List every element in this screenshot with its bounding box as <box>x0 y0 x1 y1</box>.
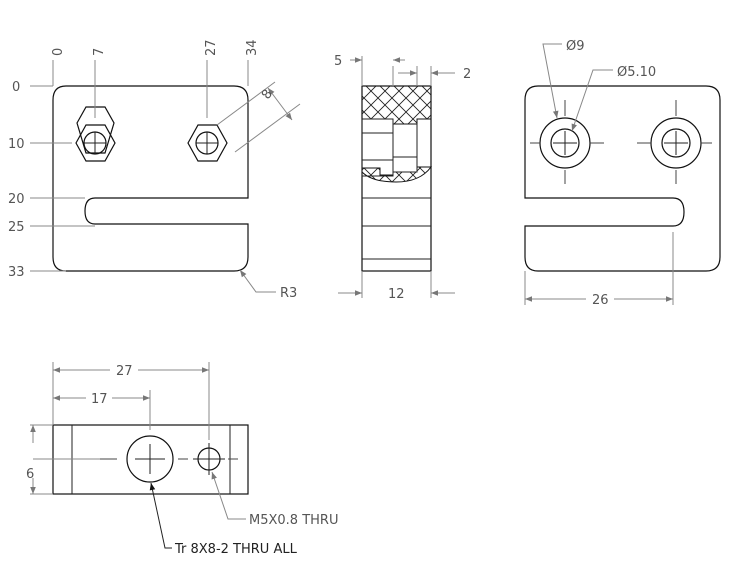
ordinate-x-0: 0 <box>51 48 66 56</box>
m5-hole <box>193 443 238 475</box>
right-view: Ø9 Ø5.10 26 <box>524 39 721 308</box>
hex-flats-dim: 8 <box>259 87 276 102</box>
counterbore-dia-label: Ø9 <box>566 39 585 54</box>
hex-nut-right <box>187 124 228 162</box>
section-view: 5 2 12 <box>334 54 471 302</box>
m5-callout: M5X0.8 THRU <box>249 513 338 528</box>
hole-dia-label: Ø5.10 <box>617 65 656 80</box>
counterbore-right <box>637 100 712 184</box>
front-view-outline <box>52 85 249 272</box>
section-dim-5: 5 <box>334 54 342 69</box>
tr-thread-hole <box>100 435 188 483</box>
ordinate-y-0: 0 <box>12 80 20 95</box>
ordinate-x-7: 7 <box>92 48 107 56</box>
bottom-dim-17: 17 <box>91 392 108 407</box>
ordinate-x-27: 27 <box>204 39 219 56</box>
ordinate-y-33: 33 <box>8 265 25 280</box>
section-hatch-bottom <box>361 166 432 183</box>
bottom-view: 27 17 6 M5X0.8 THRU Tr 8X8-2 THRU ALL <box>26 362 338 557</box>
section-dim-2: 2 <box>463 67 471 82</box>
bottom-height-dim: 6 <box>26 467 34 482</box>
ordinate-y-10: 10 <box>8 137 25 152</box>
ordinate-x-34: 34 <box>245 39 260 56</box>
bottom-dim-27: 27 <box>116 364 133 379</box>
hex-nut-left <box>75 106 116 162</box>
tr-callout: Tr 8X8-2 THRU ALL <box>174 542 298 557</box>
section-width-dim: 12 <box>388 287 405 302</box>
ordinate-y-25: 25 <box>8 220 25 235</box>
corner-radius-dim: R3 <box>280 286 297 301</box>
hole-spacing-dim: 26 <box>592 293 609 308</box>
counterbore-left <box>530 100 604 184</box>
front-view: 0 7 27 34 0 10 20 25 33 8 R3 <box>8 39 301 301</box>
right-view-outline <box>524 85 721 272</box>
ordinate-y-20: 20 <box>8 192 25 207</box>
section-hatch-top <box>361 85 432 125</box>
